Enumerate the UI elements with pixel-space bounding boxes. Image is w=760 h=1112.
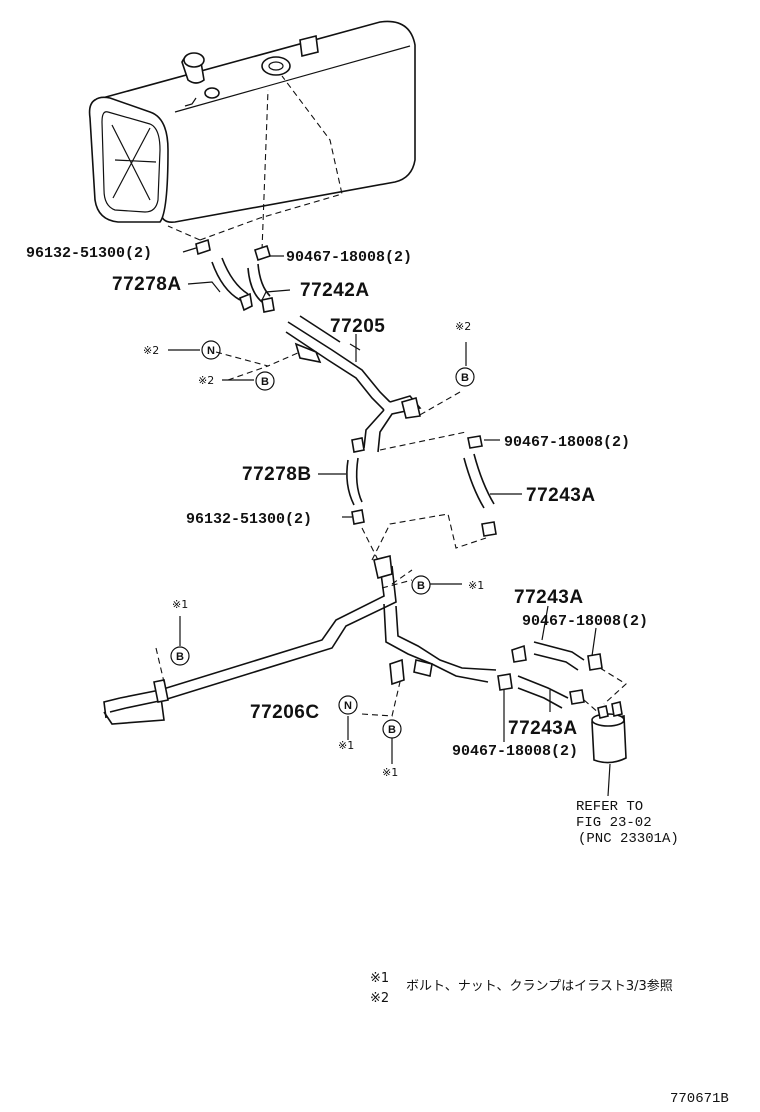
label-96132-51300-mid: 96132-51300(2) (186, 511, 312, 528)
label-90467-18008-mid: 90467-18008(2) (504, 434, 630, 451)
hose-77243A-lower (517, 675, 569, 709)
mark-b-left: ※1 (172, 598, 188, 611)
hose-77242A (247, 263, 275, 313)
svg-text:B: B (417, 580, 425, 592)
hose-77278B (346, 457, 363, 506)
clamp-90467-mid (467, 435, 483, 449)
label-77242A: 77242A (300, 280, 370, 301)
label-77243A-upper: 77243A (526, 485, 596, 506)
note-1-text: ボルト、ナット、クランプはイラスト3/3参照 (406, 978, 673, 994)
label-77278A: 77278A (112, 274, 182, 295)
marker-b-top-right: B (455, 367, 475, 387)
label-77243A-right: 77243A (514, 587, 584, 608)
figure-id: 770671B (670, 1091, 729, 1107)
clamp-90467-right-left (511, 644, 527, 663)
clamp-lower-right (569, 689, 585, 705)
svg-text:N: N (207, 345, 215, 357)
svg-text:N: N (344, 700, 352, 712)
marker-b-top-left: B (255, 371, 275, 391)
clamp-90467-bottom (497, 673, 513, 691)
mark-b-top-left: ※2 (198, 374, 214, 387)
mark-b-mid: ※1 (468, 579, 484, 592)
mark-b-top-right: ※2 (455, 320, 471, 333)
fuel-tank (88, 20, 416, 224)
marker-b-bottom: B (382, 719, 402, 739)
marker-n-top: N (201, 340, 221, 360)
mark-b-bottom: ※1 (382, 766, 398, 779)
label-77278B: 77278B (242, 464, 312, 485)
label-96132-51300-top: 96132-51300(2) (26, 245, 152, 262)
clamp-90467-right (587, 653, 603, 671)
label-77243A-lower: 77243A (508, 718, 578, 739)
svg-text:B: B (176, 651, 184, 663)
marker-b-left: B (170, 646, 190, 666)
clamp-96132-mid (351, 509, 365, 525)
clamp-top-77278B (351, 437, 365, 453)
hose-77243A-right (533, 641, 585, 671)
label-90467-18008-bottom: 90467-18008(2) (452, 743, 578, 760)
refer-line-1: REFER TO (576, 799, 643, 815)
marker-n-bottom: N (338, 695, 358, 715)
pipe-77206C (103, 555, 497, 725)
hose-77278A (211, 257, 253, 312)
fuel-filter (591, 701, 627, 797)
svg-text:B: B (388, 724, 396, 736)
label-90467-18008-right: 90467-18008(2) (522, 613, 648, 630)
label-77205: 77205 (330, 316, 385, 337)
note-2-mark: ※2 (370, 991, 389, 1006)
mark-n-bottom: ※1 (338, 739, 354, 752)
refer-line-3: (PNC 23301A) (578, 831, 679, 847)
clamp-96132-top (195, 238, 211, 256)
note-1-mark: ※1 (370, 971, 389, 986)
clamp-upper-77243A-bottom (481, 521, 497, 537)
clamp-90467-top (254, 244, 271, 262)
label-77206C: 77206C (250, 702, 320, 723)
label-90467-18008-top: 90467-18008(2) (286, 249, 412, 266)
mark-n-top: ※2 (143, 344, 159, 357)
svg-text:B: B (261, 376, 269, 388)
svg-text:B: B (461, 372, 469, 384)
pipe-77205 (285, 315, 422, 453)
marker-b-mid: B (411, 575, 431, 595)
hose-77243A-upper (463, 453, 495, 509)
refer-line-2: FIG 23-02 (576, 815, 652, 831)
